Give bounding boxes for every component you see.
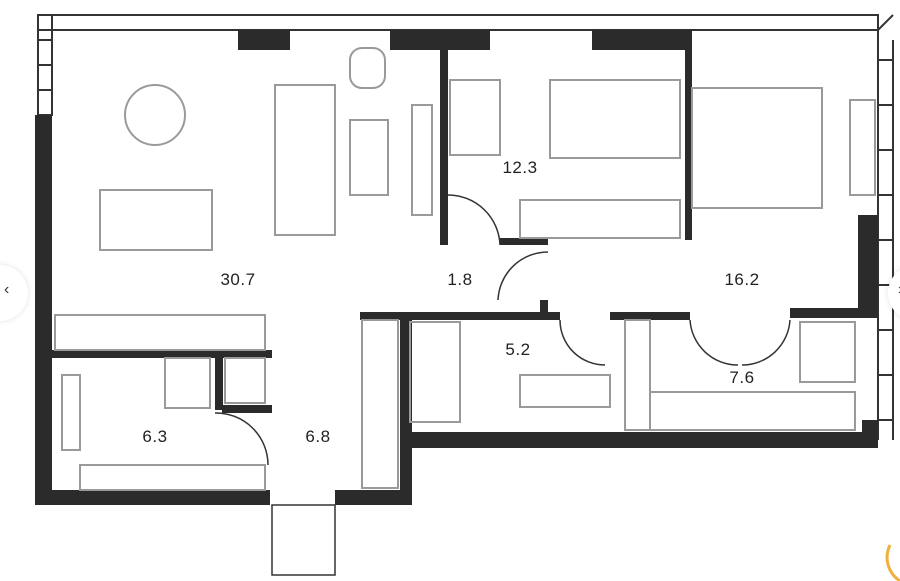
room-area-wardrobe: 7.6 [729,368,755,387]
room-area-bedroom-master: 16.2 [724,270,760,289]
room-area-bathroom-2: 6.3 [142,427,168,446]
next-button[interactable]: › [888,265,900,321]
chevron-right-icon: › [898,281,900,299]
chevron-left-icon: ‹ [4,281,10,298]
room-area-entrance: 6.8 [305,427,331,446]
room-area-living: 30.7 [220,270,256,289]
room-area-hall: 1.8 [447,270,473,289]
doors [214,194,791,576]
loading-spinner [885,544,900,581]
window-frames [37,14,894,440]
room-area-bathroom: 5.2 [505,340,531,359]
walls [35,30,878,505]
room-area-bedroom-small: 12.3 [502,158,538,177]
furniture [54,47,876,491]
